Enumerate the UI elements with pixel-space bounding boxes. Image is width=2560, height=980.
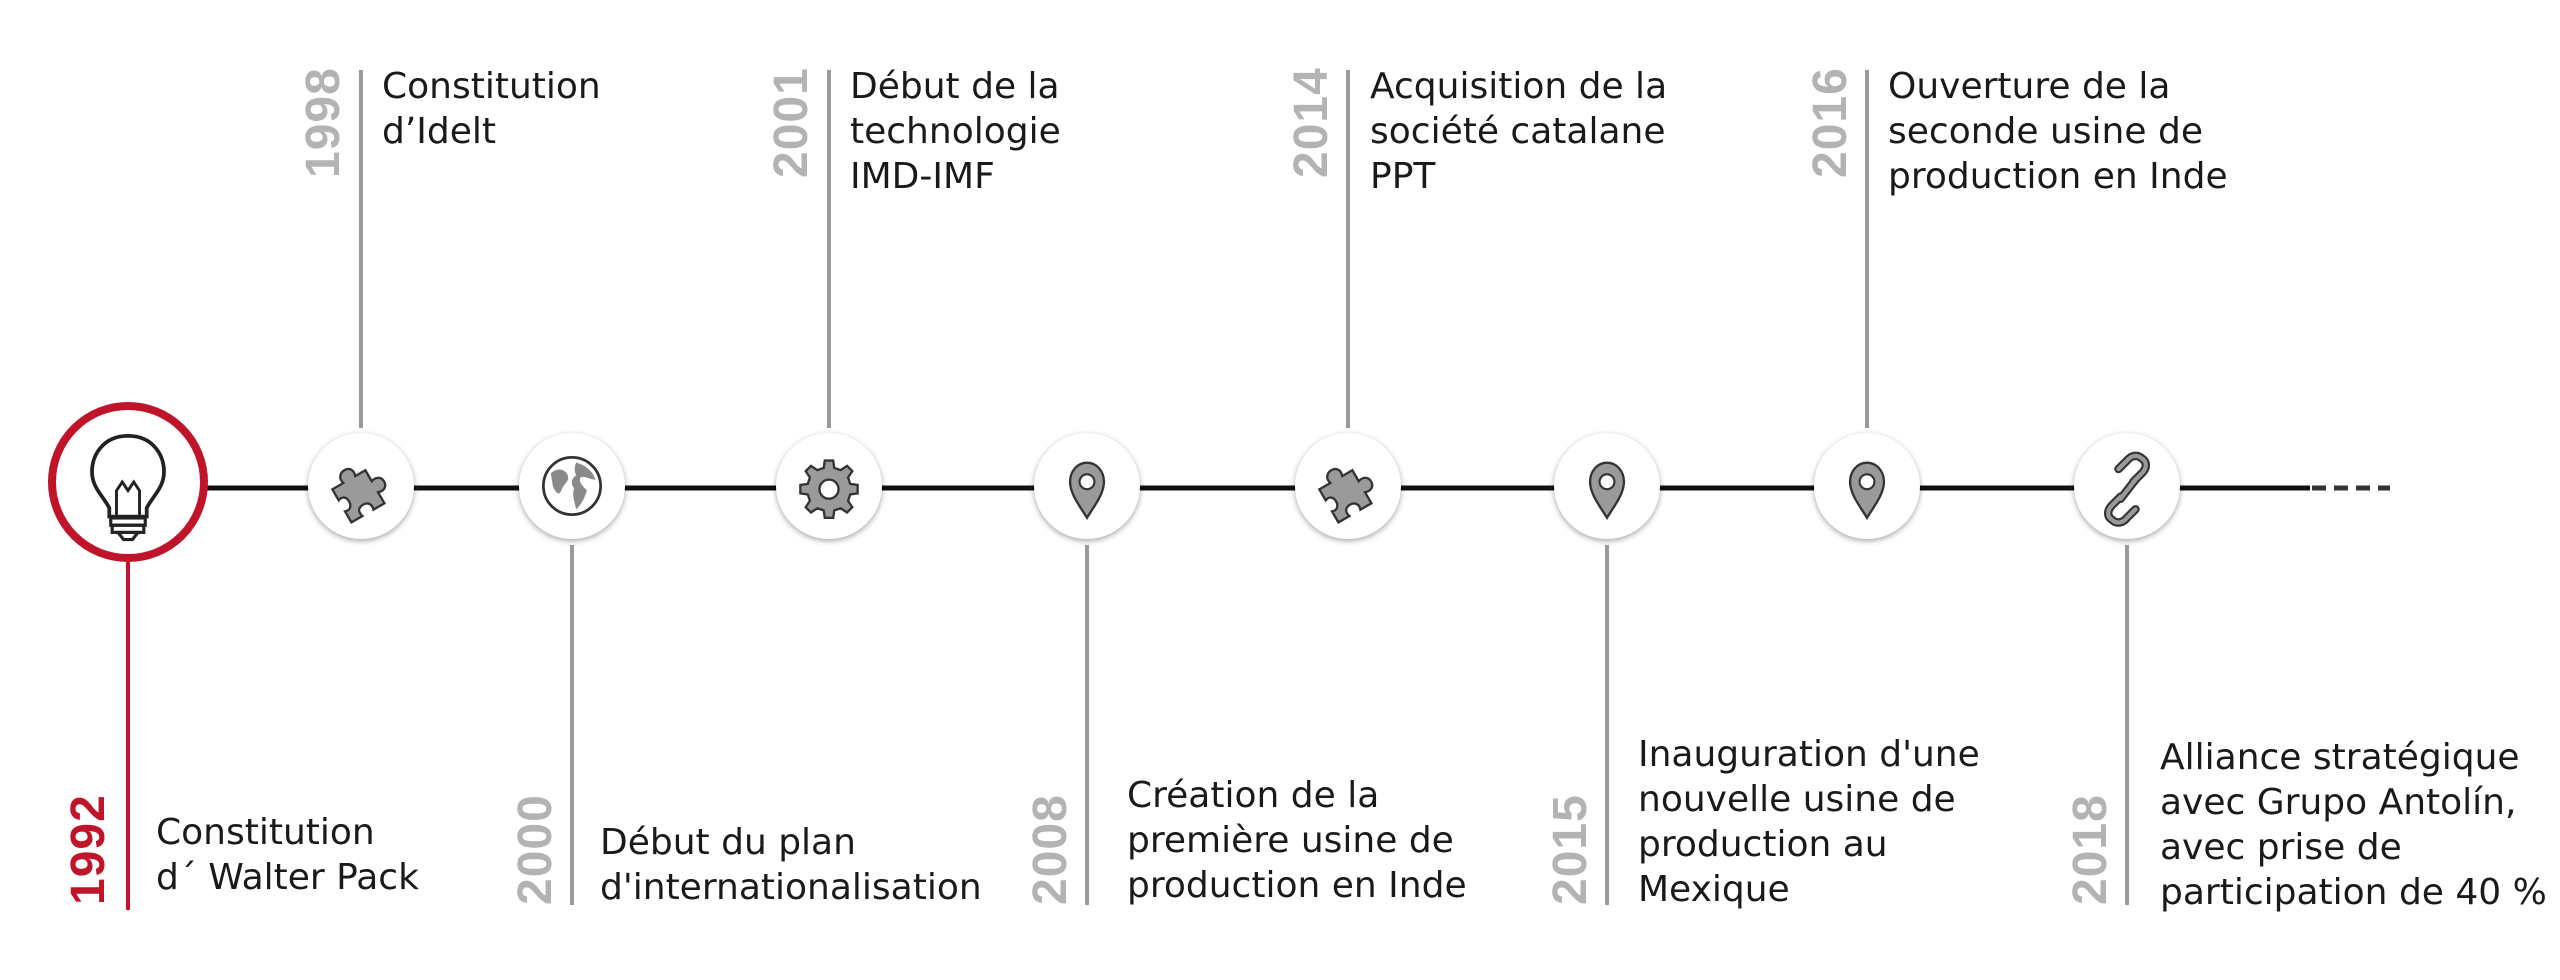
event-text-line: PPT [1370,156,1436,197]
event-label-2014: Acquisition de la société catalane PPT [1370,64,1667,199]
event-label-2008: Création de la première usine de product… [1127,773,1467,908]
event-text-line: Début du plan [600,822,856,863]
year-2001: 2001 [765,67,818,178]
event-label-1998: Constitution d’Idelt [382,64,601,154]
event-text-line: production au [1638,824,1888,865]
year-1992: 1992 [62,794,115,905]
event-text-line: seconde usine de [1888,111,2203,152]
event-text-line: avec Grupo Antolín, [2160,782,2517,823]
location-pin-icon [1848,461,1886,521]
event-label-2000: Début du plan d'internationalisation [600,820,982,910]
node-2000 [519,433,625,539]
event-text-line: participation de 40 % [2160,872,2547,913]
event-text-line: production en Inde [1888,156,2228,197]
year-2014: 2014 [1285,67,1338,178]
location-pin-icon [1068,461,1106,521]
node-2015 [1554,433,1660,539]
event-text-line: Inauguration d'une [1638,734,1980,775]
year-2008: 2008 [1024,794,1077,905]
link-icon [2103,451,2151,527]
puzzle-icon [330,467,387,524]
year-2000: 2000 [509,794,562,905]
event-text-line: d´ Walter Pack [156,857,419,898]
node-2014 [1295,433,1401,539]
location-pin-icon [1588,461,1626,521]
year-2018: 2018 [2064,794,2117,905]
event-text-line: Constitution [156,812,375,853]
year-2015: 2015 [1544,794,1597,905]
event-text-line: Ouverture de la [1888,66,2171,107]
event-label-1992: Constitution d´ Walter Pack [156,810,419,900]
event-text-line: Alliance stratégique [2160,737,2520,778]
event-text-line: société catalane [1370,111,1666,152]
node-2008 [1034,433,1140,539]
node-1992 [48,402,208,562]
event-text-line: Début de la [850,66,1060,107]
event-text-line: d’Idelt [382,111,497,152]
event-text-line: Constitution [382,66,601,107]
event-text-line: Mexique [1638,869,1790,910]
event-text-line: nouvelle usine de [1638,779,1956,820]
event-text-line: Acquisition de la [1370,66,1668,107]
event-label-2018: Alliance stratégique avec Grupo Antolín,… [2160,735,2547,915]
event-label-2001: Début de la technologie IMD-IMF [850,64,1061,199]
event-text-line: Création de la [1127,775,1380,816]
event-text-line: première usine de [1127,820,1454,861]
event-label-2016: Ouverture de la seconde usine de product… [1888,64,2228,199]
event-text-line: IMD-IMF [850,156,995,197]
gear-icon [799,459,859,519]
event-text-line: technologie [850,111,1061,152]
event-label-2015: Inauguration d'une nouvelle usine de pro… [1638,732,1980,912]
year-1998: 1998 [297,67,350,178]
event-text-line: d'internationalisation [600,867,982,908]
node-2016 [1814,433,1920,539]
year-2016: 2016 [1804,67,1857,178]
node-2018 [2074,433,2180,539]
event-text-line: production en Inde [1127,865,1467,906]
node-2001 [776,433,882,539]
node-1998 [308,433,414,539]
event-text-line: avec prise de [2160,827,2402,868]
globe-icon [542,456,602,516]
puzzle-icon [1317,467,1374,524]
lightbulb-icon [90,434,166,542]
